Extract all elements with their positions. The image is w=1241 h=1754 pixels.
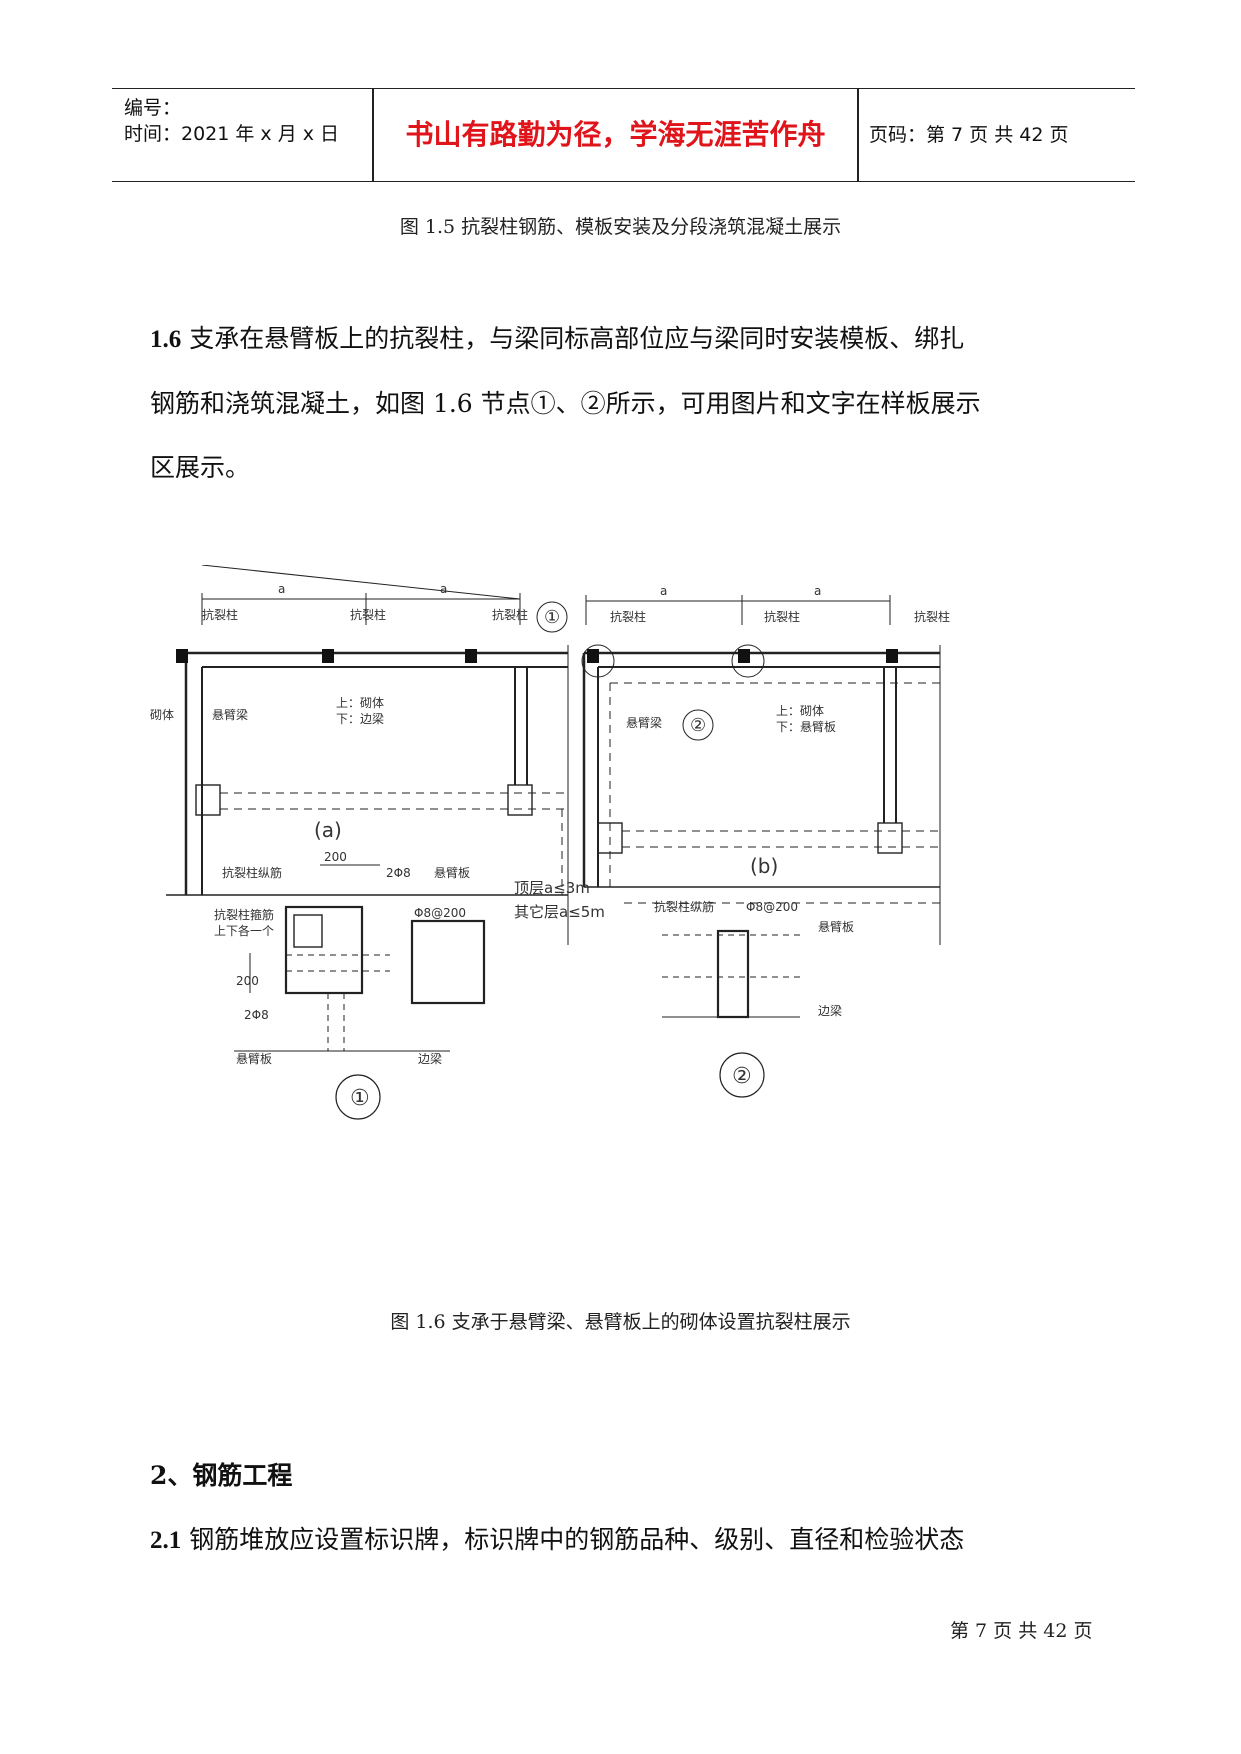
paragraph-2-1: 2.1 钢筋堆放应设置标识牌，标识牌中的钢筋品种、级别、直径和检验状态 [150,1508,1100,1573]
spacing-note-other: 其它层a≤5m [514,903,605,921]
cantilever-slab-label: 悬臂板 [434,866,470,880]
paragraph-number: 1.6 [150,326,182,353]
dimension-200: 200 [236,974,259,988]
dim-label-a: a [440,582,447,596]
rebar-longitudinal-label: 抗裂柱纵筋 [654,899,714,914]
edge-beam-label: 边梁 [418,1051,442,1066]
top-masonry-label: 上：砌体 [776,704,824,718]
node-2-marker: ② [690,715,706,736]
header-time: 时间：2021 年 x 月 x 日 [124,123,340,145]
node-2-detail-marker: ② [732,1064,752,1089]
dim-label-a: a [660,584,667,598]
header-code: 编号： [124,97,182,119]
paragraph-line: 区展示。 [150,453,251,482]
cantilever-slab-label: 悬臂板 [236,1052,272,1066]
dim-label-a: a [814,584,821,598]
rebar-longitudinal-label: 抗裂柱纵筋 [222,865,282,880]
cantilever-beam-label: 悬臂梁 [212,707,248,722]
panel-label-a: (a) [314,818,342,842]
spacing-note-top: 顶层a≤3m [514,879,590,897]
figure-1-6-caption: 图 1.6 支承于悬臂梁、悬臂板上的砌体设置抗裂柱展示 [390,1311,851,1333]
cantilever-slab-label: 悬臂板 [818,920,854,934]
figure-1-5-caption: 图 1.5 抗裂柱钢筋、模板安装及分段浇筑混凝土展示 [399,216,842,238]
dimension-200: 200 [324,850,347,864]
figure-1-6-drawing: a a a a 抗裂柱 抗裂柱 抗裂柱 抗裂柱 抗裂柱 抗裂柱 砌体 悬臂梁 上… [150,565,950,1120]
column-label: 抗裂柱 [764,609,800,624]
bottom-cantilever-slab-label: 下：悬臂板 [776,720,836,734]
dim-label-a: a [278,582,285,596]
paragraph-line: 1.6 支承在悬臂板上的抗裂柱，与梁同标高部位应与梁同时安装模板、绑扎 [150,324,965,353]
column-label: 抗裂柱 [914,609,950,624]
bottom-edge-beam-label: 下：边梁 [336,711,384,726]
column-label: 抗裂柱 [492,607,528,622]
header-meta: 编号： 时间：2021 年 x 月 x 日 [124,95,339,147]
edge-beam-label: 边梁 [818,1003,842,1018]
paragraph-line: 钢筋和浇筑混凝土，如图 1.6 节点①、②所示，可用图片和文字在样板展示 [150,389,981,418]
column-label: 抗裂柱 [202,607,238,622]
bar-2phi8-label: 2Φ8 [386,866,411,880]
header-page-info: 页码：第 7 页 共 42 页 [869,124,1069,146]
masonry-label: 砌体 [150,708,174,722]
section-heading: 2、钢筋工程 [150,1461,293,1490]
panel-label-b: (b) [750,854,778,878]
rebar-stirrup-label: 抗裂柱箍筋 [214,907,274,922]
stirrup-spec-label: Φ8@200 [414,906,466,920]
header-divider [372,89,374,181]
page-footer: 第 7 页 共 42 页 [950,1620,1093,1642]
stirrup-spec-label: Φ8@200 [746,900,798,914]
bar-2phi8-label: 2Φ8 [244,1008,269,1022]
node-1-marker: ① [544,607,560,628]
cantilever-beam-label: 悬臂梁 [626,715,662,730]
top-masonry-label: 上：砌体 [336,696,384,710]
rebar-stirrup-note: 上下各一个 [214,923,274,938]
column-label: 抗裂柱 [610,609,646,624]
header-motto: 书山有路勤为径，学海无涯苦作舟 [405,118,826,151]
header-divider [857,89,859,181]
paragraph-line: 2.1 钢筋堆放应设置标识牌，标识牌中的钢筋品种、级别、直径和检验状态 [150,1525,965,1554]
paragraph-number: 2.1 [150,1527,182,1554]
paragraph-1-6: 1.6 支承在悬臂板上的抗裂柱，与梁同标高部位应与梁同时安装模板、绑扎 钢筋和浇… [150,307,1100,500]
page-header: 编号： 时间：2021 年 x 月 x 日 书山有路勤为径，学海无涯苦作舟 页码… [112,88,1135,182]
node-1-detail-marker: ① [350,1086,370,1111]
column-label: 抗裂柱 [350,607,386,622]
